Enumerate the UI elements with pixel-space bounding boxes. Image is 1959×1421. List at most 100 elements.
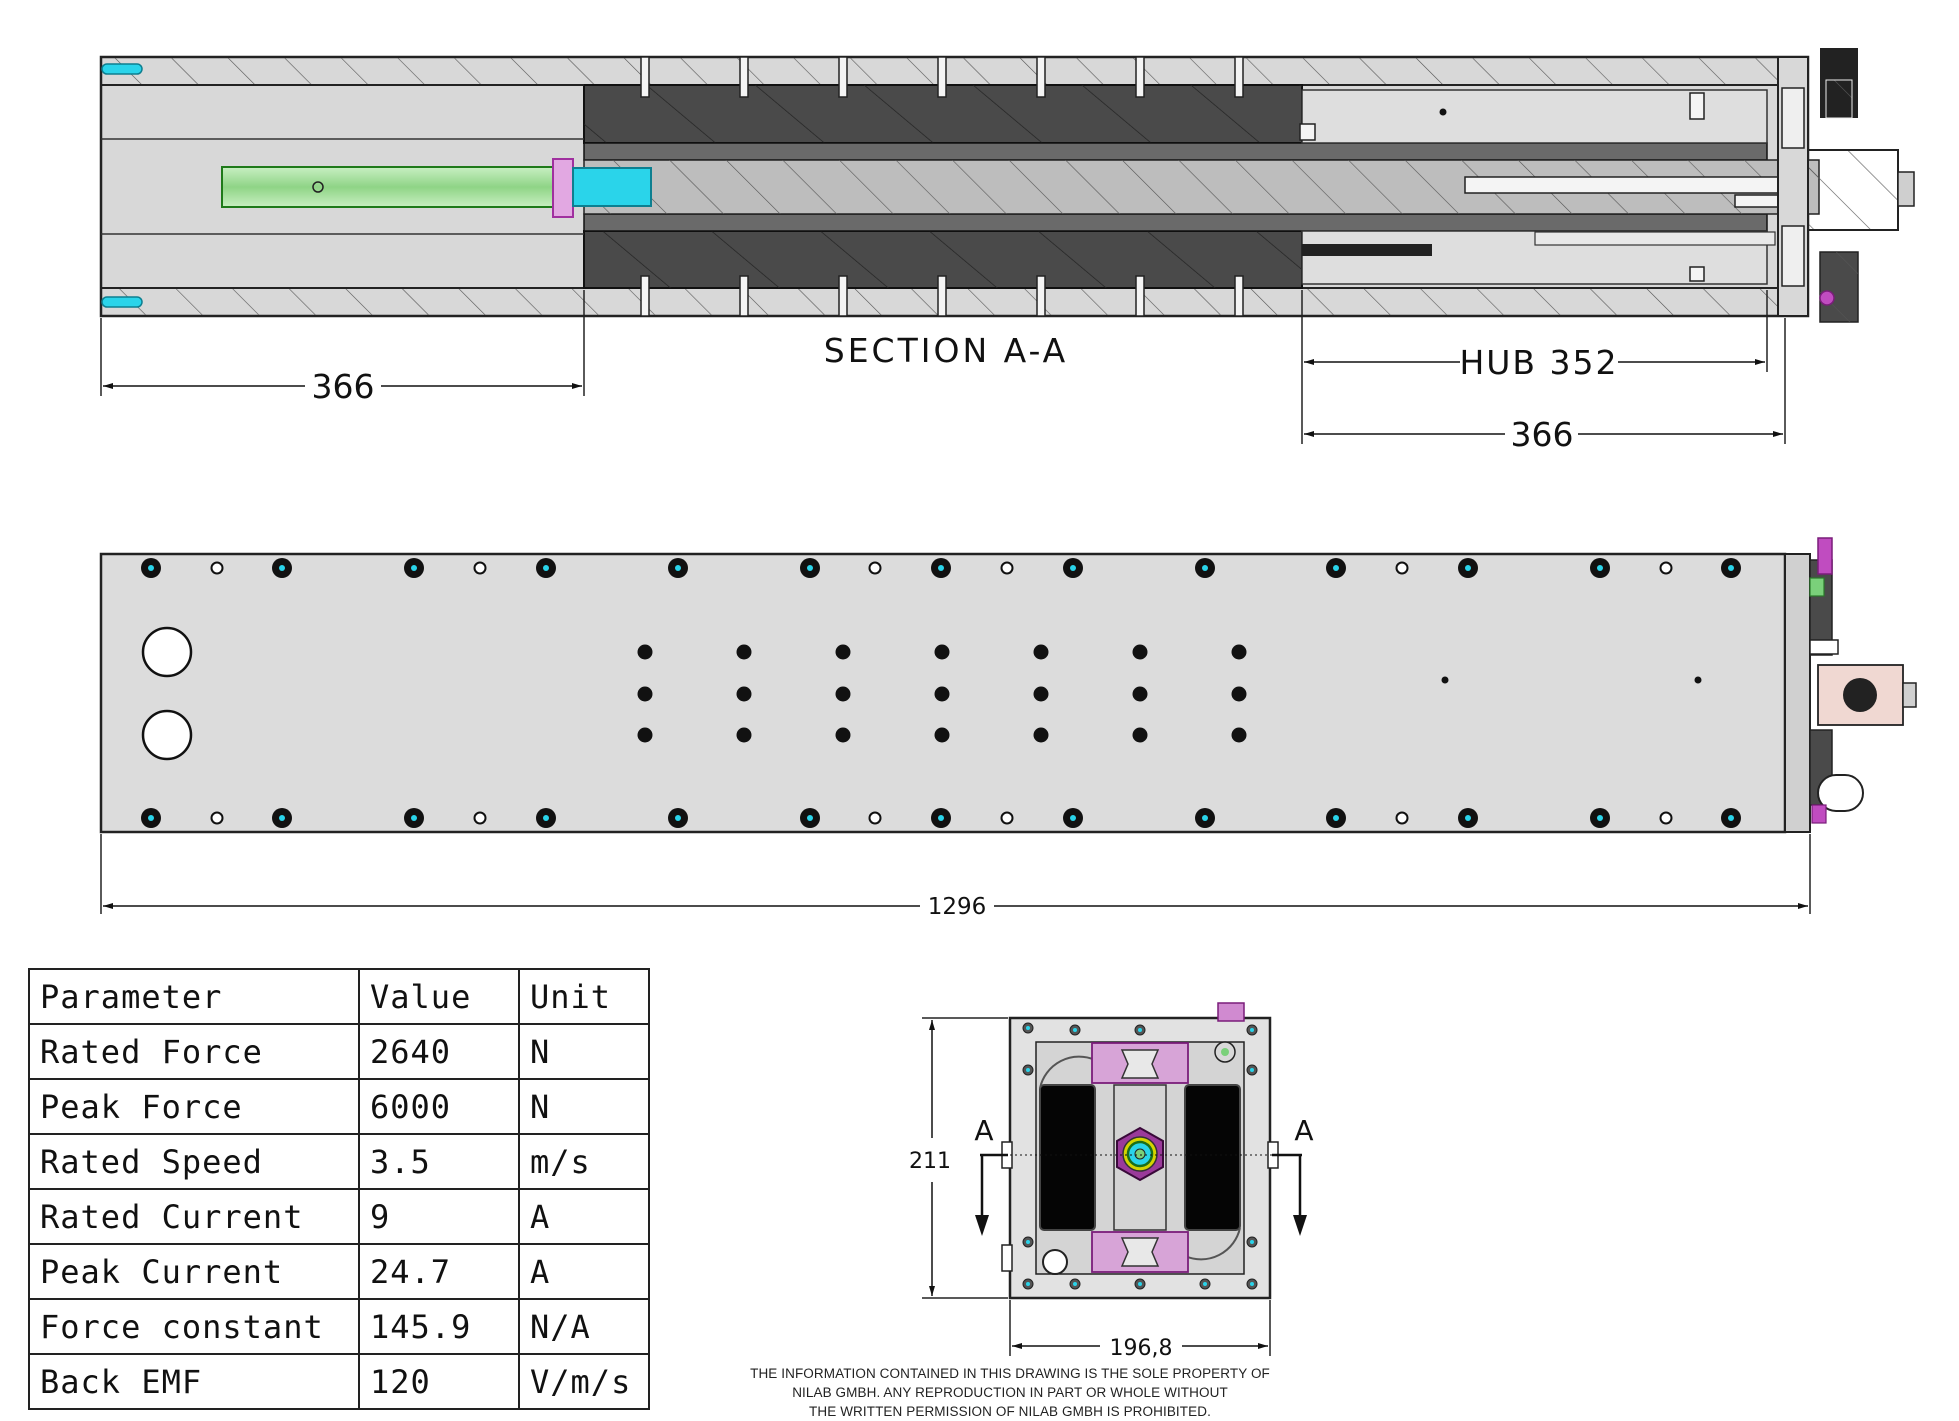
unit-cell: m/s bbox=[518, 1133, 650, 1190]
grid-hole bbox=[1231, 727, 1247, 743]
screw bbox=[739, 56, 749, 98]
grid-hole bbox=[835, 727, 851, 743]
pin-hole bbox=[868, 561, 882, 575]
side-dimensions: 1296 bbox=[100, 834, 1811, 920]
value-cell: 24.7 bbox=[358, 1243, 520, 1300]
unit-cell: N bbox=[518, 1023, 650, 1080]
grid-hole bbox=[934, 686, 950, 702]
spec-table: Parameter Value Unit Rated Force 2640 N … bbox=[28, 968, 650, 1410]
screw bbox=[640, 56, 650, 98]
screw bbox=[937, 56, 947, 98]
screw bbox=[640, 275, 650, 317]
grid-hole bbox=[736, 727, 752, 743]
screw bbox=[1234, 56, 1244, 98]
table-row: Rated Force 2640 N bbox=[28, 1023, 650, 1080]
rod-sleeve-top bbox=[583, 142, 1768, 161]
section-markers: A A bbox=[974, 1114, 1314, 1236]
grid-hole bbox=[1033, 644, 1049, 660]
section-view bbox=[99, 48, 1915, 323]
screw bbox=[838, 275, 848, 317]
grid-hole bbox=[835, 644, 851, 660]
grid-hole bbox=[1033, 727, 1049, 743]
grid-hole bbox=[934, 644, 950, 660]
header-parameter: Parameter bbox=[28, 968, 360, 1025]
value-cell: 3.5 bbox=[358, 1133, 520, 1190]
dim-left-366: 366 bbox=[312, 367, 375, 406]
grid-hole bbox=[736, 644, 752, 660]
side-holes bbox=[141, 558, 1741, 828]
dim-hub: HUB 352 bbox=[1459, 343, 1618, 382]
grid-hole bbox=[736, 686, 752, 702]
screw bbox=[1234, 275, 1244, 317]
screw bbox=[937, 275, 947, 317]
sensor-strip bbox=[1302, 244, 1432, 256]
dim-width-196-8: 196,8 bbox=[1110, 1336, 1173, 1361]
unit-cell: N/A bbox=[518, 1298, 650, 1355]
spec-table-header: Parameter Value Unit bbox=[28, 968, 650, 1025]
pin-hole bbox=[473, 811, 487, 825]
pin-hole bbox=[1395, 561, 1409, 575]
parameter-cell: Rated Force bbox=[28, 1023, 360, 1080]
screw bbox=[739, 275, 749, 317]
screw bbox=[838, 56, 848, 98]
unit-cell: N bbox=[518, 1078, 650, 1135]
rod-sleeve-bottom bbox=[583, 213, 1768, 232]
screw bbox=[1036, 56, 1046, 98]
coil-right bbox=[1184, 1084, 1241, 1231]
value-cell: 9 bbox=[358, 1188, 520, 1245]
section-mark-a-right: A bbox=[1294, 1114, 1313, 1147]
side-view bbox=[99, 537, 1917, 834]
coupling bbox=[572, 167, 652, 207]
pin-hole bbox=[1659, 811, 1673, 825]
value-cell: 120 bbox=[358, 1353, 520, 1410]
screw bbox=[1135, 275, 1145, 317]
unit-cell: V/m/s bbox=[518, 1353, 650, 1410]
table-row: Force constant 145.9 N/A bbox=[28, 1298, 650, 1355]
cable-port-2 bbox=[141, 709, 193, 761]
notice-line-2: NILAB GMBH. ANY REPRODUCTION IN PART OR … bbox=[792, 1385, 1228, 1400]
pin-hole bbox=[210, 561, 224, 575]
grid-hole bbox=[1033, 686, 1049, 702]
grid-hole bbox=[637, 644, 653, 660]
value-cell: 6000 bbox=[358, 1078, 520, 1135]
mounting-screws bbox=[640, 56, 1244, 317]
rod-end-fitting bbox=[1807, 149, 1899, 231]
pin-hole bbox=[1395, 811, 1409, 825]
table-row: Peak Current 24.7 A bbox=[28, 1243, 650, 1300]
coil-left bbox=[1039, 1084, 1096, 1231]
cable-port-1 bbox=[141, 626, 193, 678]
grid-hole bbox=[1132, 686, 1148, 702]
screw bbox=[1135, 56, 1145, 98]
parameter-cell: Back EMF bbox=[28, 1353, 360, 1410]
grid-hole bbox=[637, 727, 653, 743]
table-row: Peak Force 6000 N bbox=[28, 1078, 650, 1135]
grid-hole bbox=[1132, 727, 1148, 743]
grid-hole bbox=[835, 686, 851, 702]
header-value: Value bbox=[358, 968, 520, 1025]
value-cell: 2640 bbox=[358, 1023, 520, 1080]
unit-cell: A bbox=[518, 1188, 650, 1245]
grid-hole bbox=[934, 727, 950, 743]
housing-bottom-wall bbox=[100, 287, 1809, 317]
section-dimensions: 366 SECTION A-A HUB 352 366 bbox=[100, 290, 1786, 454]
pin-hole bbox=[1659, 561, 1673, 575]
pin-hole bbox=[1000, 811, 1014, 825]
guide-rod bbox=[221, 166, 563, 208]
side-end-cap bbox=[1784, 553, 1811, 833]
pin-hole bbox=[1000, 561, 1014, 575]
grid-hole bbox=[637, 686, 653, 702]
parameter-cell: Force constant bbox=[28, 1298, 360, 1355]
notice-line-3: THE WRITTEN PERMISSION OF NILAB GMBH IS … bbox=[809, 1404, 1211, 1419]
section-title: SECTION A-A bbox=[824, 331, 1069, 370]
table-row: Back EMF 120 V/m/s bbox=[28, 1353, 650, 1410]
parameter-cell: Peak Force bbox=[28, 1078, 360, 1135]
section-mark-a-left: A bbox=[974, 1114, 993, 1147]
unit-cell: A bbox=[518, 1243, 650, 1300]
table-row: Rated Current 9 A bbox=[28, 1188, 650, 1245]
notice-line-1: THE INFORMATION CONTAINED IN THIS DRAWIN… bbox=[750, 1366, 1270, 1381]
pin-hole bbox=[868, 811, 882, 825]
parameter-cell: Rated Speed bbox=[28, 1133, 360, 1190]
dim-right-366: 366 bbox=[1511, 415, 1574, 454]
